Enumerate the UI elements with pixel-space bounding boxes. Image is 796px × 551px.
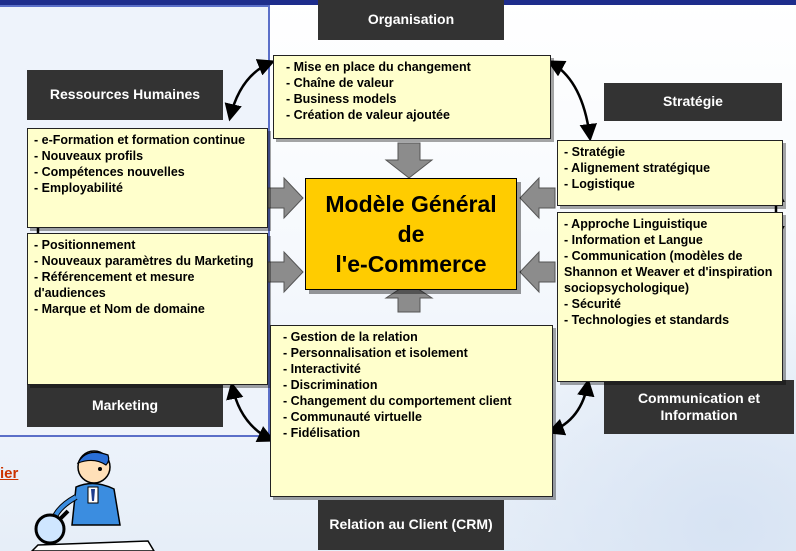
marketing-item: - Positionnement bbox=[34, 238, 136, 252]
strategie-item: - Stratégie bbox=[564, 145, 626, 159]
center-line-2: de bbox=[397, 221, 425, 247]
communication-item: - Technologies et standards bbox=[564, 313, 730, 327]
detective-clipart-icon bbox=[30, 450, 155, 551]
label-strategie: Stratégie bbox=[604, 83, 782, 121]
organisation-item: - Mise en place du changement bbox=[286, 60, 471, 74]
arrow-right-from-marketing bbox=[267, 250, 304, 294]
organisation-item: - Chaîne de valeur bbox=[286, 76, 394, 90]
center-line-3: l'e-Commerce bbox=[335, 251, 487, 277]
crm-item: - Communauté virtuelle bbox=[283, 410, 422, 424]
communication-item: - Communication (modèles de Shannon et W… bbox=[564, 249, 773, 295]
center-model-box: Modèle Général de l'e-Commerce bbox=[305, 178, 517, 290]
label-marketing: Marketing bbox=[27, 385, 223, 427]
box-strategie: - Stratégie - Alignement stratégique - Log… bbox=[557, 140, 783, 206]
box-ressources-humaines: - e-Formation et formation continue - Nou… bbox=[27, 128, 268, 228]
organisation-item: - Création de valeur ajoutée bbox=[286, 108, 450, 122]
arrow-left-from-communication bbox=[519, 250, 556, 294]
crm-item: - Personnalisation et isolement bbox=[283, 346, 468, 360]
arrow-left-from-strategie bbox=[519, 176, 556, 220]
label-ressources-humaines: Ressources Humaines bbox=[27, 70, 223, 120]
communication-item: - Information et Langue bbox=[564, 233, 703, 247]
strategie-item: - Logistique bbox=[564, 177, 635, 191]
label-relation-client: Relation au Client (CRM) bbox=[318, 500, 504, 550]
arrow-right-from-rh bbox=[267, 176, 304, 220]
crm-item: - Interactivité bbox=[283, 362, 361, 376]
rh-item: - e-Formation et formation continue bbox=[34, 133, 246, 147]
rh-item: - Employabilité bbox=[34, 181, 123, 195]
curve-arrow-marketing-crm bbox=[226, 381, 276, 442]
marketing-item: - Nouveaux paramètres du Marketing bbox=[34, 254, 254, 268]
rh-item: - Nouveaux profils bbox=[34, 149, 144, 163]
crm-item: - Fidélisation bbox=[283, 426, 361, 440]
strategie-item: - Alignement stratégique bbox=[564, 161, 711, 175]
box-relation-client: - Gestion de la relation - Personnalisati… bbox=[270, 325, 553, 497]
communication-item: - Approche Linguistique bbox=[564, 217, 708, 231]
arrow-down-from-organisation bbox=[384, 142, 434, 179]
curve-arrow-rh-organisation bbox=[224, 59, 276, 122]
box-marketing: - Positionnement - Nouveaux paramètres du… bbox=[27, 233, 268, 385]
organisation-item: - Business models bbox=[286, 92, 397, 106]
crm-item: - Changement du comportement client bbox=[283, 394, 512, 408]
arrow-up-from-crm bbox=[384, 282, 434, 313]
marketing-item: - Référencement et mesure d'audiences bbox=[34, 270, 195, 300]
communication-item: - Sécurité bbox=[564, 297, 621, 311]
rh-item: - Compétences nouvelles bbox=[34, 165, 185, 179]
dossier-link[interactable]: ier bbox=[0, 465, 19, 482]
label-organisation: Organisation bbox=[318, 0, 504, 40]
label-communication-information: Communication et Information bbox=[604, 380, 794, 434]
curve-arrow-organisation-strategie bbox=[546, 60, 598, 142]
marketing-item: - Marque et Nom de domaine bbox=[34, 302, 205, 316]
crm-item: - Gestion de la relation bbox=[283, 330, 418, 344]
box-organisation: - Mise en place du changement - Chaîne de… bbox=[273, 55, 551, 139]
box-communication-information: - Approche Linguistique - Information et … bbox=[557, 212, 783, 382]
curve-arrow-crm-communication bbox=[546, 378, 595, 436]
center-line-1: Modèle Général bbox=[325, 191, 497, 217]
crm-item: - Discrimination bbox=[283, 378, 378, 392]
